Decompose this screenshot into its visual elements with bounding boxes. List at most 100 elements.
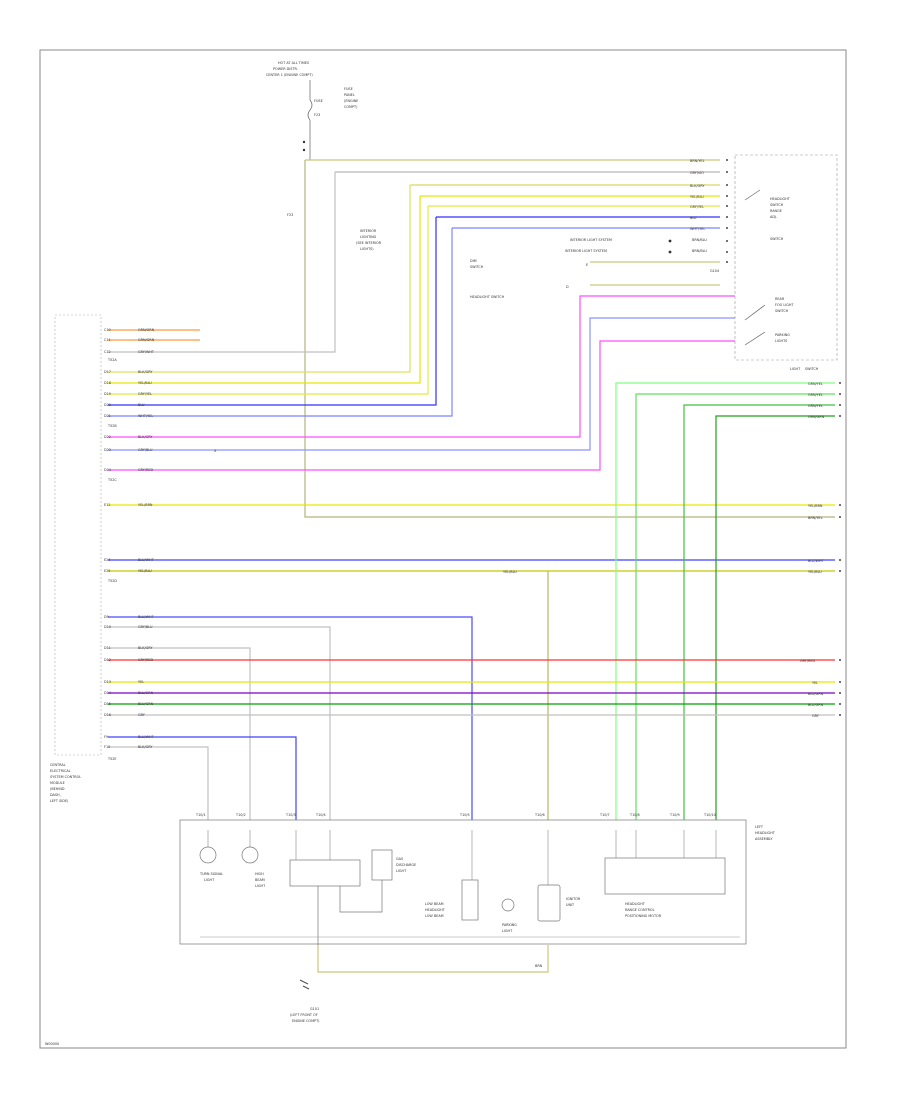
conn-label-e: T52E xyxy=(107,757,117,761)
left-wire-20: BLU/GRN xyxy=(138,702,154,706)
corner-note: W00000 xyxy=(45,1042,59,1046)
left-pin-14: D9 xyxy=(104,615,109,619)
module-title-4: MODULE xyxy=(50,781,65,785)
left-wire-6: BLU xyxy=(138,403,145,407)
left-pin-11: E12 xyxy=(104,503,110,507)
wire-grn-3 xyxy=(683,404,835,820)
wire-right-2: GRY/VIO xyxy=(690,171,704,175)
part-low-1: LOW BEAM xyxy=(425,902,444,906)
supply-line-2: POWER DISTR. xyxy=(273,67,298,71)
v-label: F23 xyxy=(287,213,293,217)
left-wire-21: GRY xyxy=(138,713,146,717)
left-wire-3: BLK/GRY xyxy=(138,370,153,374)
left-wire-9: GRY/BLU xyxy=(138,448,153,452)
rc-brn: BRN/YEL xyxy=(808,516,823,520)
left-pin-13: E25 xyxy=(104,569,110,573)
low-beam-box xyxy=(461,879,479,921)
part-high-2: BEAM xyxy=(255,878,265,882)
ground-symbol xyxy=(299,979,310,990)
parking-2: LIGHT xyxy=(502,929,513,933)
wire-gry-blu-2 xyxy=(108,626,331,820)
module-title-6: DASH, xyxy=(50,793,61,797)
fuse-desc-3: (ENGINE xyxy=(344,99,358,103)
sb-side-2: INTERIOR LIGHT SYSTEM xyxy=(565,249,607,253)
wire-gry-1 xyxy=(108,172,336,353)
splice-note-2: LIGHTING xyxy=(360,235,377,239)
wire-yel-blu-v xyxy=(108,196,421,384)
module-pin-1: T10/2 xyxy=(235,813,246,817)
ground-3: ENGINE COMPT) xyxy=(292,1019,320,1023)
rc-vio: BLU/GRN xyxy=(808,692,824,696)
switch-name-1: HEADLIGHT xyxy=(770,197,791,201)
high-beam-bulb xyxy=(241,846,259,864)
wire-brn-yel-down xyxy=(304,160,835,518)
left-pin-2: C12 xyxy=(104,350,111,354)
wire-gry-red-magenta xyxy=(108,340,735,471)
fuse-mark: X xyxy=(214,449,217,453)
module-pin-3: T10/4 xyxy=(315,813,326,817)
left-pin-20: D15 xyxy=(104,702,111,706)
fuse-desc-2: PANEL xyxy=(344,93,355,97)
module-title-3: SYSTEM CONTROL xyxy=(50,775,81,779)
left-wire-8: BLK/GRY xyxy=(138,435,153,439)
part-high-1: HIGH xyxy=(255,872,264,876)
sb-side-1: INTERIOR LIGHT SYSTEM xyxy=(570,238,612,242)
switch-name-2: SWITCH xyxy=(770,203,784,207)
rc-gry: GRY xyxy=(812,714,820,718)
splice-note-4: LIGHTS) xyxy=(360,247,374,251)
part-high-3: LIGHT xyxy=(255,884,266,888)
part-motor-1: HEADLIGHT xyxy=(625,902,646,906)
switch-name-5: SWITCH xyxy=(770,237,784,241)
low-beam-control-box xyxy=(289,859,361,887)
parking-1: PARKING xyxy=(502,923,517,927)
splice-note-3: (SEE INTERIOR xyxy=(356,241,382,245)
sb-sub2-1: PARKING xyxy=(775,333,790,337)
ground-1: G101 xyxy=(310,1007,319,1011)
positioning-motor-box xyxy=(604,857,726,895)
rc-yb-mid: YEL/BLU xyxy=(503,570,517,574)
left-wire-13: YEL/BLU xyxy=(138,569,152,573)
left-wire-10: GRY/RED xyxy=(138,468,153,472)
wire-right-5: GRY/YEL xyxy=(690,205,704,209)
left-wire-12: BLU/WHT xyxy=(138,558,155,562)
left-pin-6: D20 xyxy=(104,403,111,407)
rc-red: GRY/RED xyxy=(800,659,815,663)
wire-blu-wht-2 xyxy=(108,616,473,820)
switch-name-3: RANGE xyxy=(770,209,782,213)
splice-notes: INTERIOR LIGHTING (SEE INTERIOR LIGHTS) … xyxy=(287,213,484,269)
wire-blu-wht-3 xyxy=(108,736,297,820)
rc-yel: YEL/BRN xyxy=(808,504,823,508)
sb-sub-2: FOG LIGHT xyxy=(775,303,794,307)
wire-ground-loop xyxy=(317,945,549,973)
diagram-frame xyxy=(39,49,847,1049)
part-gas-2: DISCHARGE xyxy=(396,863,416,867)
rc-title-2: SWITCH xyxy=(805,367,819,371)
ignitor-1: IGNITOR xyxy=(566,897,581,901)
left-wire-1: GRN/GRN xyxy=(138,338,155,342)
switch-block: HEADLIGHT SWITCH RANGE ADJ. SWITCH BRN/Y… xyxy=(470,154,838,361)
left-pin-10: D24 xyxy=(104,468,111,472)
module-pin-4: T10/5 xyxy=(459,813,470,817)
part-motor-2: RANGE CONTROL xyxy=(625,908,655,912)
rc-wire-4: GRN/GRN xyxy=(808,415,825,419)
wire-grn-2 xyxy=(635,393,835,820)
dim-note-1: DIM xyxy=(470,259,477,263)
left-pin-21: D16 xyxy=(104,713,111,717)
rc-wire-2: GRN/YEL xyxy=(808,393,823,397)
wire-blk-gry-magenta xyxy=(108,295,735,438)
left-pin-0: C10 xyxy=(104,328,111,332)
left-wire-17: GRY/RED xyxy=(138,658,153,662)
ignitor-2: UNIT xyxy=(566,903,575,907)
conn-label-c: T52C xyxy=(107,478,117,482)
wire-blk-gry-2 xyxy=(108,647,251,820)
module-pin-7: T10/8 xyxy=(629,813,640,817)
left-pin-9: D23 xyxy=(104,448,111,452)
wire-gry-blu xyxy=(108,317,735,451)
sb-pin-e: E xyxy=(586,263,588,267)
wire-right-7: WHT/YEL xyxy=(690,227,705,231)
module-pin-8: T10/9 xyxy=(669,813,680,817)
